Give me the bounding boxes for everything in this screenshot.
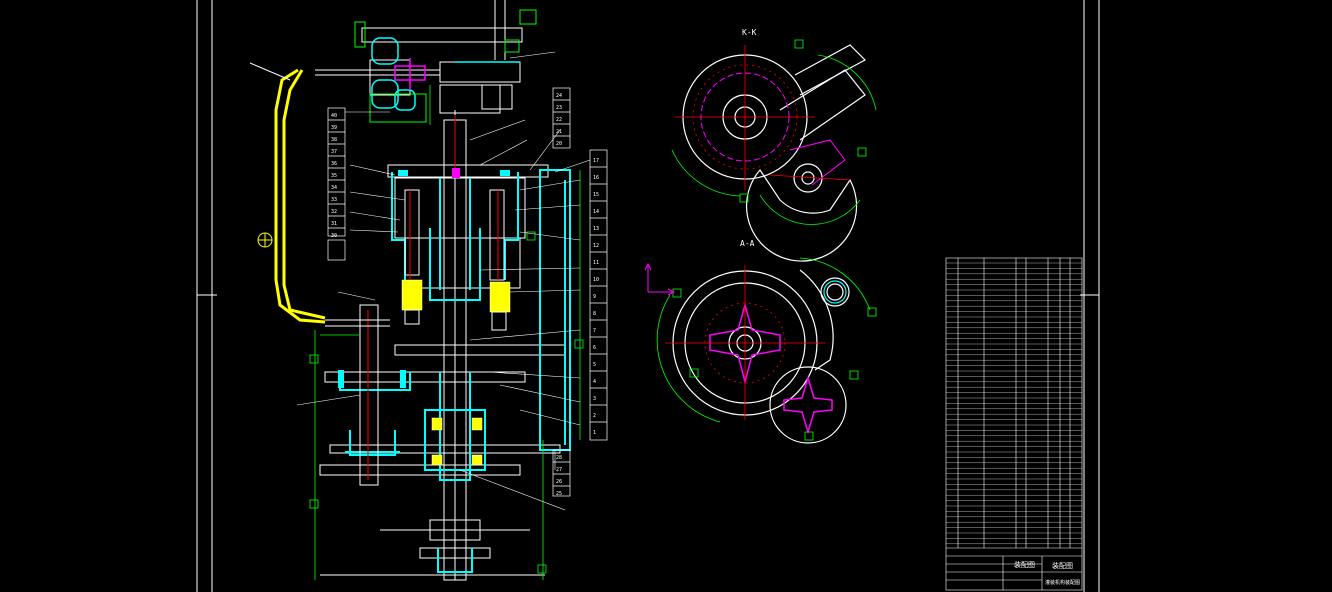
- callout-number: 32: [331, 209, 337, 215]
- callout-number: 15: [593, 192, 599, 198]
- callout-number: 40: [331, 113, 337, 119]
- view-label-a-a: A-A: [740, 239, 755, 248]
- parts-list-table: [945, 257, 1083, 591]
- callout-number: 31: [331, 221, 337, 227]
- callout-number: 6: [593, 345, 596, 351]
- callout-number: 1: [593, 430, 596, 436]
- main-section-view: [249, 0, 608, 581]
- callout-number: 34: [331, 185, 337, 191]
- callout-number: 21: [556, 129, 562, 135]
- callout-number: 9: [593, 294, 596, 300]
- callout-number: 28: [556, 455, 562, 461]
- callout-numbers-left: 40 39 38 37 36 35 34 33 32 31 30: [331, 113, 337, 239]
- view-label-k-k: K-K: [742, 28, 757, 37]
- callout-number: 30: [331, 233, 337, 239]
- callout-number: 11: [593, 260, 599, 266]
- callout-number: 22: [556, 117, 562, 123]
- callout-number: 2: [593, 413, 596, 419]
- yellow-conveyor-rail: [274, 68, 326, 324]
- callout-number: 4: [593, 379, 596, 385]
- callout-number: 5: [593, 362, 596, 368]
- callout-number: 24: [556, 93, 562, 99]
- callout-numbers-right: 2423222120171615141312111098765432128272…: [556, 93, 599, 497]
- callout-number: 26: [556, 479, 562, 485]
- callout-number: 12: [593, 243, 599, 249]
- ucs-axis-icon: [644, 262, 676, 296]
- callout-number: 35: [331, 173, 337, 179]
- callout-number: 14: [593, 209, 599, 215]
- drawing-frame: [196, 0, 1100, 592]
- callout-number: 10: [593, 277, 599, 283]
- title-block-drawing-name: 装配图: [1014, 560, 1035, 569]
- title-block-subtitle: 灌装机构装配图: [1045, 579, 1080, 586]
- callout-number: 27: [556, 467, 562, 473]
- title-block-title: 装配图: [1052, 561, 1073, 570]
- callout-number: 25: [556, 491, 562, 497]
- callout-number: 38: [331, 137, 337, 143]
- callout-number: 23: [556, 105, 562, 111]
- section-view-k-k: K-K: [671, 28, 877, 262]
- callout-number: 17: [593, 158, 599, 164]
- callout-number: 20: [556, 141, 562, 147]
- callouts-right: [552, 87, 608, 497]
- callout-number: 3: [593, 396, 596, 402]
- section-view-a-a: A-A: [644, 239, 877, 444]
- parts-list-rows: [946, 262, 1082, 544]
- callouts-left: [327, 107, 346, 261]
- callout-number: 8: [593, 311, 596, 317]
- callout-number: 16: [593, 175, 599, 181]
- callout-number: 36: [331, 161, 337, 167]
- callout-number: 39: [331, 125, 337, 131]
- callout-number: 7: [593, 328, 596, 334]
- callout-number: 13: [593, 226, 599, 232]
- callout-number: 37: [331, 149, 337, 155]
- callout-number: 33: [331, 197, 337, 203]
